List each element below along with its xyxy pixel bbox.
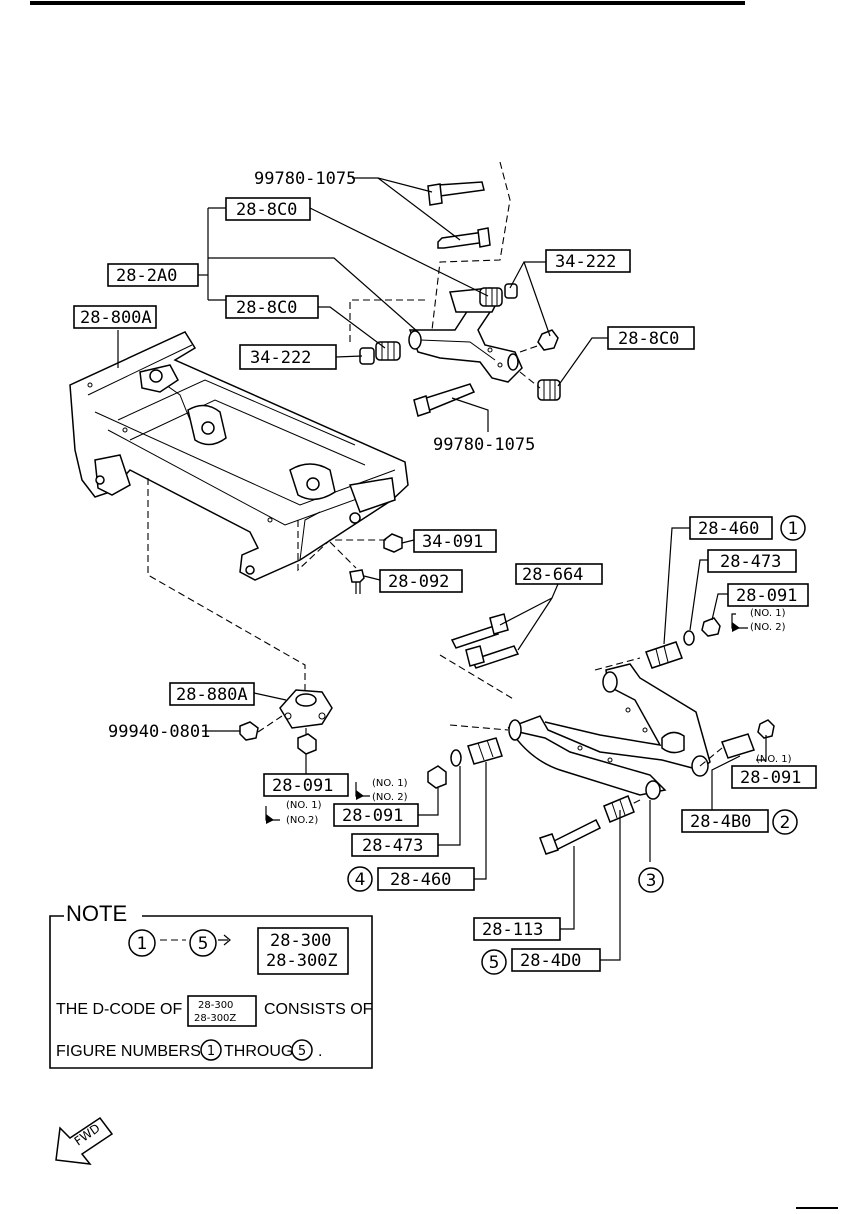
label-upper-arm-c: 28-8C0 bbox=[618, 329, 679, 349]
note-line2-pre: FIGURE NUMBERS bbox=[56, 1043, 201, 1060]
note-line2-end: . bbox=[318, 1043, 322, 1060]
label-washer-left: 34-222 bbox=[250, 348, 311, 368]
mount-drawing bbox=[239, 689, 333, 755]
callout-circles: 1 2 3 4 5 bbox=[347, 515, 806, 975]
label-upper-arm-a: 28-8C0 bbox=[236, 200, 297, 220]
note-title: NOTE bbox=[66, 901, 127, 926]
no-markers bbox=[266, 622, 740, 824]
callout-2: 2 bbox=[780, 813, 791, 833]
label-upper-arm-b: 28-8C0 bbox=[236, 298, 297, 318]
note-line2-to: 5 bbox=[298, 1044, 306, 1059]
crossmember-drawing bbox=[69, 331, 409, 581]
label-no2-b: (NO. 2) bbox=[372, 792, 408, 803]
label-mount: 28-880A bbox=[176, 685, 248, 705]
label-bushing-5: 28-4D0 bbox=[520, 951, 581, 971]
callout-3: 3 bbox=[646, 871, 657, 891]
note-line1-post: CONSISTS OF bbox=[264, 1001, 373, 1018]
label-bolt-center: 28-092 bbox=[388, 572, 449, 592]
callout-5: 5 bbox=[489, 953, 500, 973]
left-lower-bushing-parts bbox=[427, 737, 503, 789]
leader-lines bbox=[117, 177, 767, 961]
label-no1-c: (NO. 1) bbox=[286, 800, 322, 811]
dashed-guides bbox=[147, 161, 723, 806]
label-bushing-l4: 28-460 bbox=[390, 870, 451, 890]
note-line1-code2: 28-300Z bbox=[194, 1013, 236, 1024]
fwd-arrow: FWD bbox=[55, 1116, 114, 1165]
label-bolt-lower-pair: 28-664 bbox=[522, 565, 583, 585]
note-box: NOTE 1 5 28-300 28-300Z THE D-CODE OF 28… bbox=[49, 901, 373, 1069]
lower-arm-drawing bbox=[507, 663, 711, 800]
label-bolt-mid: 99780-1075 bbox=[433, 435, 535, 455]
label-mount-nut: 99940-0801 bbox=[108, 722, 210, 742]
label-washer-right: 34-222 bbox=[555, 252, 616, 272]
label-upper-arm-assy: 28-2A0 bbox=[116, 266, 177, 286]
label-crossmember: 28-800A bbox=[80, 308, 152, 328]
note-line2-from: 1 bbox=[207, 1044, 215, 1059]
label-washer-l: 28-473 bbox=[362, 836, 423, 856]
callout-4: 4 bbox=[355, 870, 366, 890]
label-no1-a: (NO. 1) bbox=[750, 608, 786, 619]
label-bushing-r2: 28-4B0 bbox=[690, 812, 751, 832]
label-no2-c: (NO.2) bbox=[286, 815, 318, 826]
upper-arm-drawing bbox=[408, 301, 523, 383]
label-nut-r: 28-091 bbox=[736, 586, 797, 606]
label-no2-a: (NO. 2) bbox=[750, 622, 786, 633]
note-line2-mid: THROUGH bbox=[224, 1043, 305, 1060]
center-fasteners bbox=[349, 533, 403, 594]
upper-bushings bbox=[359, 283, 561, 401]
label-bolt-lower: 28-113 bbox=[482, 920, 543, 940]
note-range-to: 5 bbox=[198, 934, 209, 954]
label-no1-d: (NO. 1) bbox=[756, 754, 792, 765]
lower-bolts bbox=[450, 613, 520, 669]
label-washer-r: 28-473 bbox=[720, 552, 781, 572]
note-line1-code1: 28-300 bbox=[198, 1000, 233, 1011]
right-bushing-parts bbox=[645, 617, 775, 759]
label-nut-center: 34-091 bbox=[422, 532, 483, 552]
label-nut-right2: 28-091 bbox=[740, 768, 801, 788]
label-bolt-top: 99780-1075 bbox=[254, 169, 356, 189]
note-code-1: 28-300 bbox=[270, 931, 331, 951]
label-nut-left2: 28-091 bbox=[342, 806, 403, 826]
part-labels: 99780-1075 28-8C0 28-2A0 34-222 28-8C0 2… bbox=[73, 169, 817, 972]
note-range-from: 1 bbox=[137, 934, 148, 954]
label-no1-b: (NO. 1) bbox=[372, 778, 408, 789]
callout-1: 1 bbox=[788, 519, 799, 539]
note-line1-pre: THE D-CODE OF bbox=[56, 1001, 182, 1018]
note-code-2: 28-300Z bbox=[266, 951, 338, 971]
label-nut-mount: 28-091 bbox=[272, 776, 333, 796]
label-bushing-r1: 28-460 bbox=[698, 519, 759, 539]
lower-bolt-parts bbox=[539, 795, 635, 855]
